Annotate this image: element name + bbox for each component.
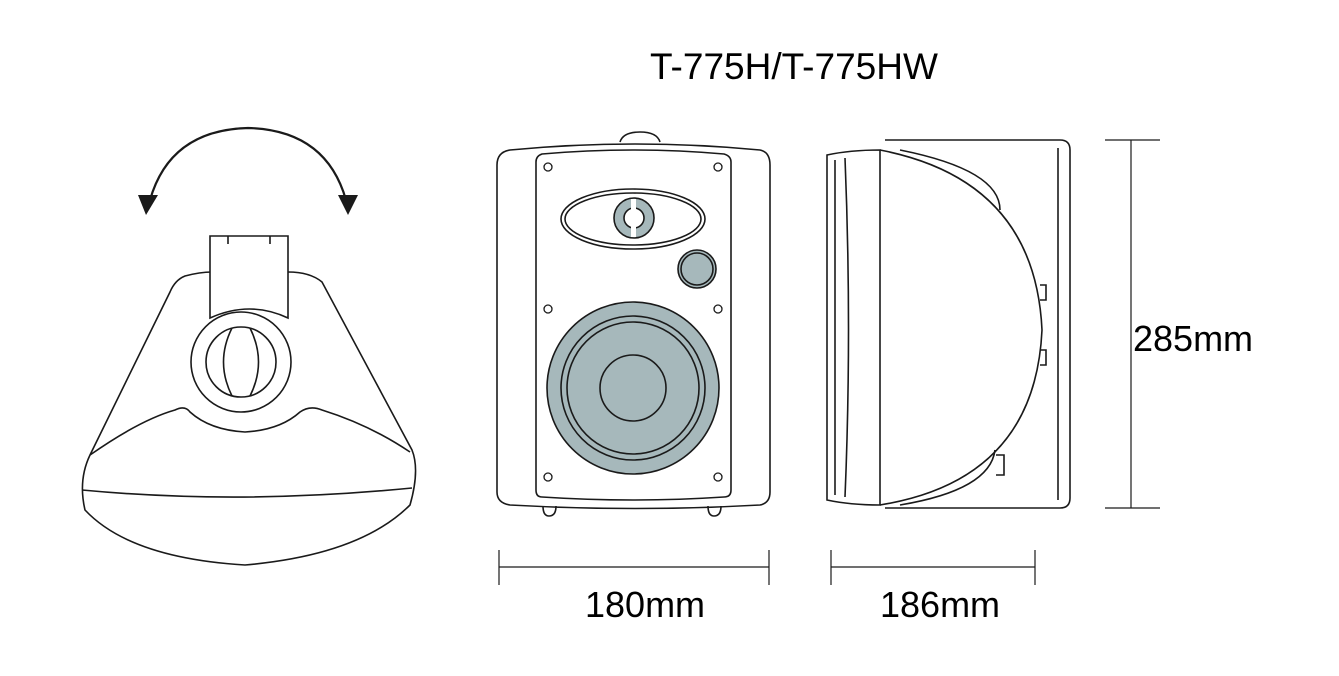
front-width-label: 180mm [585, 584, 706, 625]
dimension-lines [498, 139, 1160, 585]
port [677, 249, 717, 289]
rotation-arrow-icon [148, 126, 348, 201]
side-depth-label: 186mm [880, 584, 1001, 625]
front-view [496, 131, 771, 517]
height-label: 285mm [1133, 318, 1254, 359]
model-title: T-775H/T-775HW [650, 46, 938, 87]
woofer [546, 301, 720, 475]
side-view [826, 139, 1071, 509]
tilt-view [81, 126, 417, 566]
